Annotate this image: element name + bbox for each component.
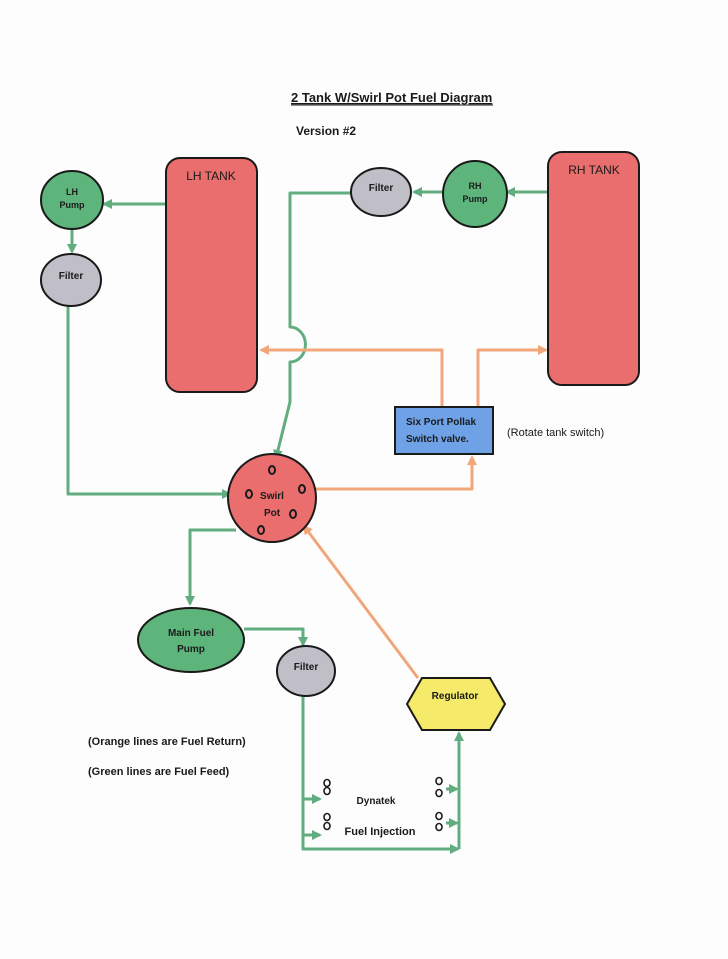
main-filter: [276, 645, 336, 697]
swirl-pot-label-1: Swirl: [260, 491, 284, 502]
injector-right-top: [435, 776, 443, 798]
swirl-pot-label-2: Pot: [264, 508, 281, 519]
injector-left-bottom: [323, 812, 331, 831]
swirl-port-bottom: [257, 525, 265, 535]
lh-tank: [165, 157, 258, 393]
lh-filter: [40, 253, 102, 307]
valve-label-2: Switch valve.: [406, 434, 469, 445]
rh-pump: [442, 160, 508, 228]
rh-tank-label: RH TANK: [568, 163, 620, 177]
swirl-port-top: [268, 465, 276, 475]
legend-return: (Orange lines are Fuel Return): [88, 736, 246, 748]
regulator-label: Regulator: [432, 691, 479, 702]
lh-pump: [40, 170, 104, 230]
lh-tank-label: LH TANK: [186, 169, 236, 183]
return-valve-to-lhtank: [259, 345, 444, 408]
valve-note: (Rotate tank switch): [507, 427, 604, 439]
main-filter-label: Filter: [294, 662, 319, 673]
lh-pump-label-1: LH: [66, 187, 78, 197]
lh-filter-label: Filter: [59, 271, 84, 282]
legend-feed: (Green lines are Fuel Feed): [88, 766, 230, 778]
swirl-port-left: [245, 489, 253, 499]
swirl-pot: [227, 453, 317, 543]
version-label: Version #2: [296, 124, 356, 138]
six-port-valve: [394, 406, 494, 455]
return-swirl-to-valve: [316, 455, 477, 491]
injector-right-bottom: [435, 811, 443, 832]
feed-mainpump-to-filter: [244, 627, 308, 647]
feed-rhfilter-to-swirl: [273, 191, 351, 460]
swirl-port-right: [298, 484, 306, 494]
rh-tank: [547, 151, 640, 386]
rh-pump-label-1: RH: [469, 181, 482, 191]
valve-label-1: Six Port Pollak: [406, 417, 476, 428]
lh-pump-label-2: Pump: [59, 200, 85, 210]
feed-swirl-to-mainpump: [185, 528, 236, 606]
main-fuel-pump-label-1: Main Fuel: [168, 628, 214, 639]
feed-filter-to-rail: [301, 696, 460, 854]
swirl-port-lower-right: [289, 509, 297, 519]
feed-lhfilter-to-swirl: [66, 306, 232, 499]
main-fuel-pump-label-2: Pump: [177, 644, 205, 655]
rh-pump-label-2: Pump: [462, 194, 488, 204]
return-valve-to-rhtank: [476, 345, 548, 408]
diagram-title: 2 Tank W/Swirl Pot Fuel Diagram: [291, 90, 492, 105]
rh-filter-label: Filter: [369, 183, 394, 194]
main-fuel-pump: [137, 607, 245, 673]
regulator: [405, 677, 507, 731]
return-regulator-to-swirl: [302, 524, 420, 679]
injector-left-top: [323, 778, 331, 796]
injection-label-2: Fuel Injection: [345, 826, 416, 838]
rh-filter: [350, 167, 412, 217]
injection-label-1: Dynatek: [357, 796, 396, 807]
